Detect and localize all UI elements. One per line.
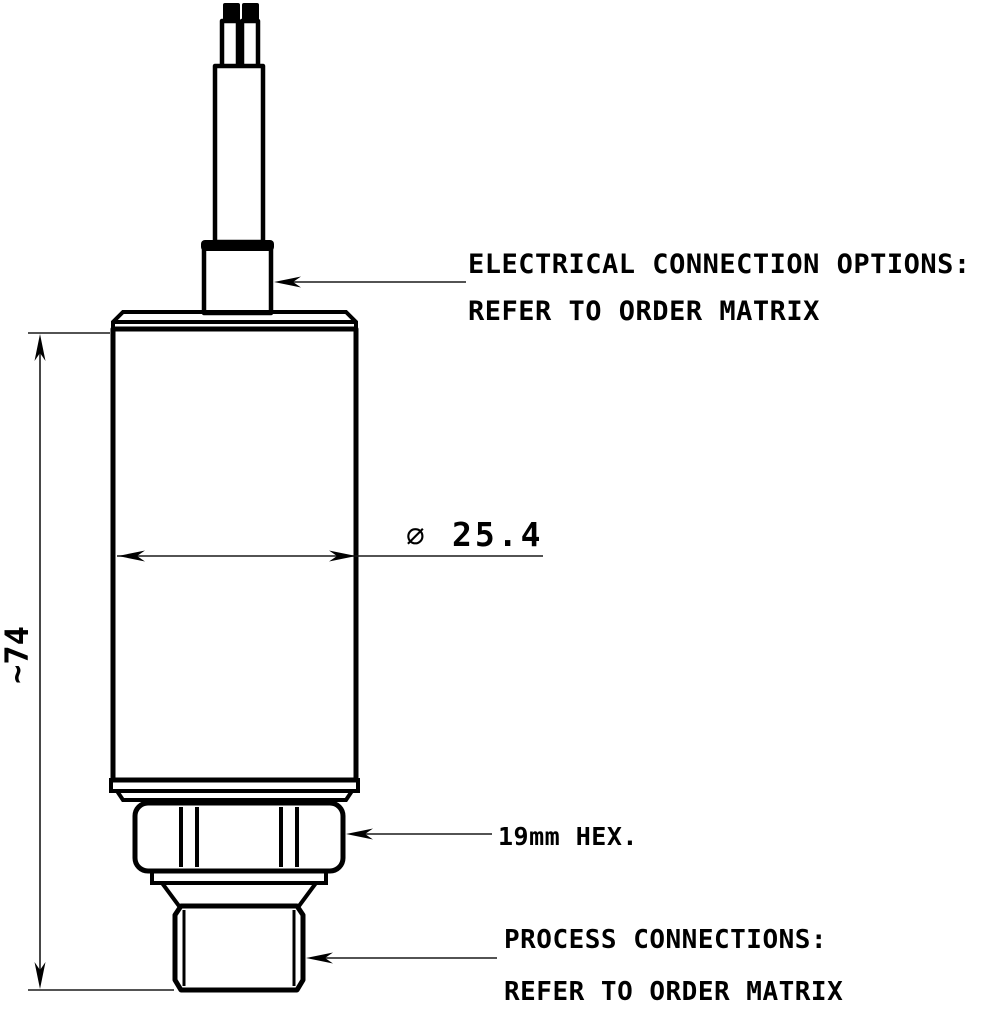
electrical-label-line2: REFER TO ORDER MATRIX <box>468 296 820 327</box>
process-label-line2: REFER TO ORDER MATRIX <box>504 977 843 1007</box>
wire-tip-left <box>223 3 240 23</box>
main-body <box>109 310 360 802</box>
cable-wires <box>219 3 261 72</box>
height-dimension: ~74 <box>0 332 174 991</box>
process-callout: PROCESS CONNECTIONS: REFER TO ORDER MATR… <box>306 925 843 1007</box>
hex-callout: 19mm HEX. <box>346 822 638 851</box>
thread-neck <box>158 881 320 908</box>
diameter-symbol: ∅ <box>406 518 425 554</box>
electrical-collar <box>201 240 274 316</box>
hex-label: 19mm HEX. <box>498 822 638 851</box>
body-bottom-chamfer <box>113 789 356 802</box>
hex-nut <box>132 800 346 874</box>
diameter-dimension: ∅ 25.4 <box>117 515 543 562</box>
process-thread <box>172 903 306 993</box>
electrical-callout: ELECTRICAL CONNECTION OPTIONS: REFER TO … <box>274 249 971 327</box>
electrical-label-line1: ELECTRICAL CONNECTION OPTIONS: <box>468 249 971 280</box>
height-dimension-label: ~74 <box>0 626 36 684</box>
wire-tip-right <box>242 3 259 23</box>
collar-top-band <box>201 240 274 251</box>
cable-sheath <box>212 63 266 245</box>
body-cylinder <box>110 326 359 783</box>
sensor-outline <box>109 3 360 993</box>
process-label-line1: PROCESS CONNECTIONS: <box>504 925 827 955</box>
diameter-value: 25.4 <box>452 515 543 554</box>
